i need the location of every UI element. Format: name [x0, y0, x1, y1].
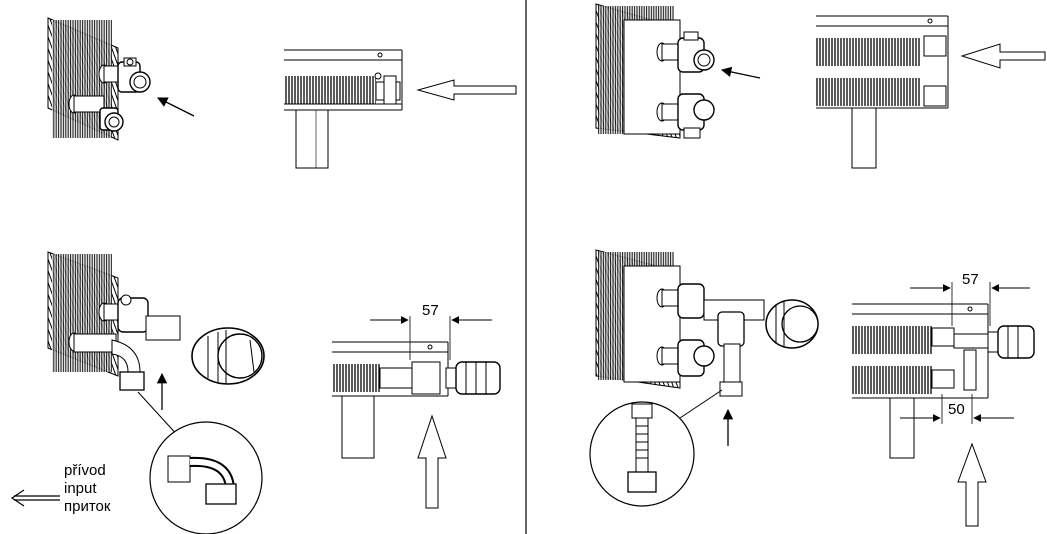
legend-line-english: input [64, 480, 97, 497]
elbow-fitting-icon [68, 332, 145, 391]
dimension-label: 50 [948, 401, 965, 418]
panel-bottom-right-plan: 57 50 [852, 271, 1035, 527]
panel-bottom-right-perspective [589, 249, 819, 507]
detail-callout [149, 421, 263, 534]
valve-icon [98, 57, 151, 93]
valve-icon [656, 93, 715, 139]
flexible-hose-icon [627, 403, 657, 493]
flexible-hose-icon [167, 455, 237, 505]
legend-line-czech: přívod [64, 462, 106, 479]
panel-bottom-left-perspective [47, 251, 265, 534]
dimension-label: 57 [962, 271, 979, 288]
fitting-icon [68, 94, 124, 132]
inlet-arrow-icon [10, 489, 60, 507]
panel-top-left-plan [284, 49, 517, 169]
panel-bottom-left-plan: 57 [332, 302, 501, 509]
dimension-label: 57 [422, 302, 439, 319]
thermostatic-valve-icon [98, 294, 265, 385]
panel-top-right-perspective [595, 3, 761, 139]
panel-top-right-plan [816, 15, 1046, 169]
panel-top-left-perspective [47, 17, 195, 141]
legend-line-russian: приток [64, 498, 111, 515]
thermostatic-valve-icon [656, 283, 819, 397]
inlet-legend: přívod input приток [64, 462, 110, 516]
valve-icon [656, 31, 715, 73]
valve-icon [656, 339, 715, 377]
